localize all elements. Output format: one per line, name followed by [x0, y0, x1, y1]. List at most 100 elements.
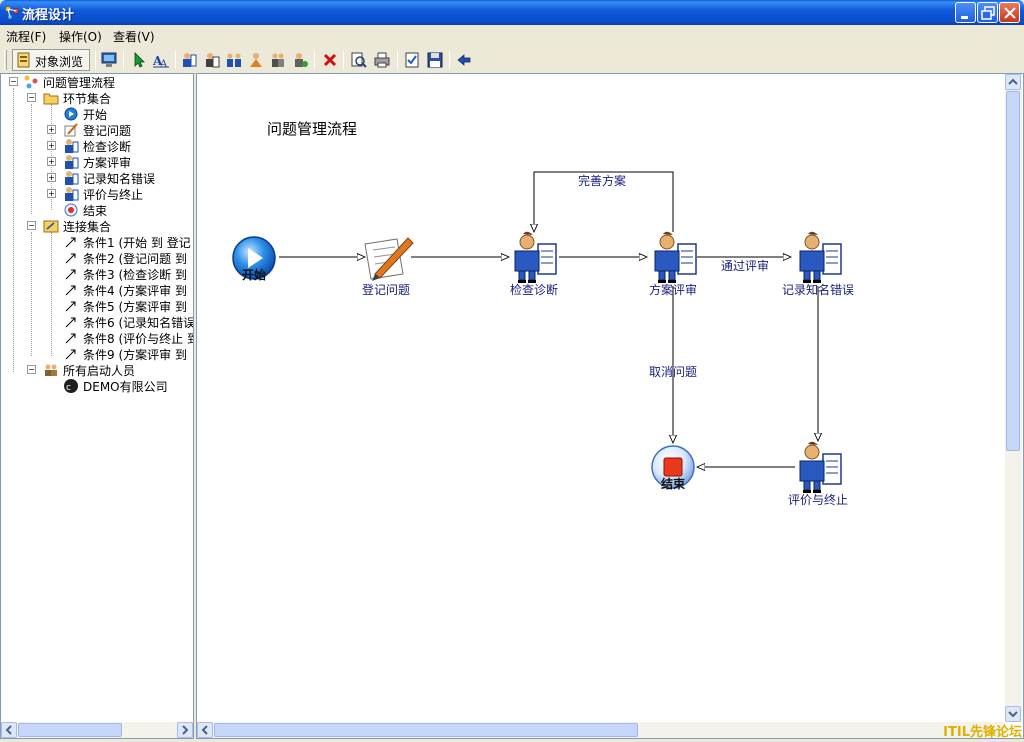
horizontal-scroll-thumb[interactable] — [214, 723, 638, 737]
toolbar-grip[interactable] — [4, 50, 7, 70]
scroll-thumb[interactable] — [18, 723, 122, 737]
scroll-left-button[interactable] — [1, 722, 17, 738]
restore-icon — [981, 6, 995, 20]
exit-icon[interactable] — [455, 51, 473, 69]
scroll-down-button[interactable] — [1005, 706, 1021, 722]
edge-label-improve: 完善方案 — [577, 174, 627, 188]
toolbar-separator — [314, 51, 315, 69]
pointer-icon[interactable] — [130, 51, 148, 69]
tree-link-label: 条件6 (记录知名错误 — [83, 316, 194, 330]
workflow-icon — [24, 75, 38, 89]
monitor-icon[interactable] — [100, 51, 118, 69]
scroll-up-button[interactable] — [1005, 74, 1021, 90]
expand-toggle[interactable]: − — [27, 221, 36, 230]
scroll-right-button[interactable] — [177, 722, 193, 738]
add-node-icon[interactable] — [180, 51, 198, 69]
window-title: 流程设计 — [22, 8, 75, 23]
expand-toggle[interactable]: + — [47, 141, 56, 150]
expand-toggle[interactable]: − — [9, 77, 18, 86]
menu-flow[interactable]: 流程(F) — [6, 30, 47, 44]
add-role-icon[interactable] — [247, 51, 265, 69]
minimize-button[interactable] — [955, 2, 976, 23]
tree-node-label: 登记问题 — [83, 124, 132, 138]
minimize-icon — [961, 16, 968, 19]
expand-toggle[interactable]: + — [47, 157, 56, 166]
edge-review-diagnose[interactable] — [534, 171, 674, 232]
evaluate-node[interactable] — [799, 441, 842, 493]
arrow-link-icon — [65, 301, 76, 312]
arrow-link-icon — [65, 253, 76, 264]
start-node-label: 开始 — [241, 268, 267, 282]
person-icon — [65, 139, 79, 153]
check-icon[interactable] — [403, 51, 421, 69]
close-icon — [1004, 7, 1016, 19]
expand-toggle[interactable]: − — [27, 365, 36, 374]
links-folder-icon — [43, 220, 59, 233]
diagnose-node[interactable] — [514, 231, 557, 283]
start-icon — [64, 107, 78, 121]
object-browse-button[interactable]: 对象浏览 — [12, 49, 90, 71]
browse-icon — [17, 52, 30, 68]
tree-node-label: 方案评审 — [83, 156, 132, 170]
flow-title: 问题管理流程 — [267, 120, 358, 138]
company-icon: c — [64, 379, 78, 393]
expand-toggle[interactable]: + — [47, 189, 56, 198]
users-group-icon — [45, 364, 57, 376]
menu-operation[interactable]: 操作(O) — [59, 30, 102, 44]
tree-line — [51, 232, 52, 356]
add-subflow-icon[interactable] — [291, 51, 309, 69]
tree-horizontal-scrollbar[interactable] — [1, 722, 193, 738]
expand-toggle[interactable]: + — [47, 173, 56, 182]
print-icon[interactable] — [373, 51, 391, 69]
review-node[interactable] — [654, 231, 697, 283]
add-node-doc-icon[interactable] — [203, 51, 221, 69]
known-error-node-label: 记录知名错误 — [781, 283, 855, 297]
end-node[interactable] — [651, 445, 695, 489]
svg-text:A: A — [152, 54, 163, 68]
flow-canvas[interactable]: 问题管理流程 — [196, 73, 1024, 739]
tree-node-label: 检查诊断 — [83, 140, 132, 154]
object-tree-panel: − 问题管理流程 − 环节集合 开始 + 登记问题 + 检查诊断 + 方案评审 — [0, 73, 194, 739]
svg-text:A: A — [159, 59, 168, 69]
tree-line — [13, 88, 14, 372]
arrow-link-icon — [65, 349, 76, 360]
canvas-horizontal-scrollbar[interactable] — [197, 722, 1005, 738]
toolbar-separator — [95, 51, 96, 69]
print-preview-icon[interactable] — [350, 51, 368, 69]
known-error-node[interactable] — [799, 231, 842, 283]
toolbar-separator — [175, 51, 176, 69]
workflow-app-icon — [5, 6, 19, 20]
review-node-label: 方案评审 — [648, 283, 698, 297]
person-icon — [65, 155, 79, 169]
menu-view[interactable]: 查看(V) — [113, 30, 155, 44]
register-node-label: 登记问题 — [361, 283, 411, 297]
register-icon — [64, 123, 78, 137]
restore-button[interactable] — [977, 2, 998, 23]
register-node[interactable] — [364, 237, 414, 281]
add-group-icon[interactable] — [225, 51, 243, 69]
delete-icon[interactable] — [321, 51, 339, 69]
add-users-icon[interactable] — [269, 51, 287, 69]
evaluate-node-label: 评价与终止 — [787, 493, 849, 507]
start-node[interactable] — [232, 236, 276, 280]
expand-toggle[interactable]: + — [47, 125, 56, 134]
title-bar[interactable]: 流程设计 — [0, 0, 1024, 25]
text-tool-icon[interactable]: AA — [152, 51, 170, 69]
tree-line — [31, 232, 32, 356]
tree-nodes-group-label: 环节集合 — [63, 92, 112, 106]
expand-toggle[interactable]: − — [27, 93, 36, 102]
svg-text:c: c — [66, 383, 71, 393]
vertical-scroll-thumb[interactable] — [1006, 91, 1020, 451]
scroll-left-button[interactable] — [197, 722, 213, 738]
tree-node-label: 开始 — [83, 108, 108, 122]
toolbar-separator — [343, 51, 344, 69]
canvas-vertical-scrollbar[interactable] — [1005, 74, 1022, 722]
toolbar-separator — [397, 51, 398, 69]
arrow-link-icon — [65, 317, 76, 328]
edge-label-pass-review: 通过评审 — [720, 259, 770, 273]
close-button[interactable] — [999, 2, 1020, 23]
tree-starter-label: DEMO有限公司 — [83, 380, 168, 394]
save-icon[interactable] — [426, 51, 444, 69]
end-icon — [64, 203, 78, 217]
